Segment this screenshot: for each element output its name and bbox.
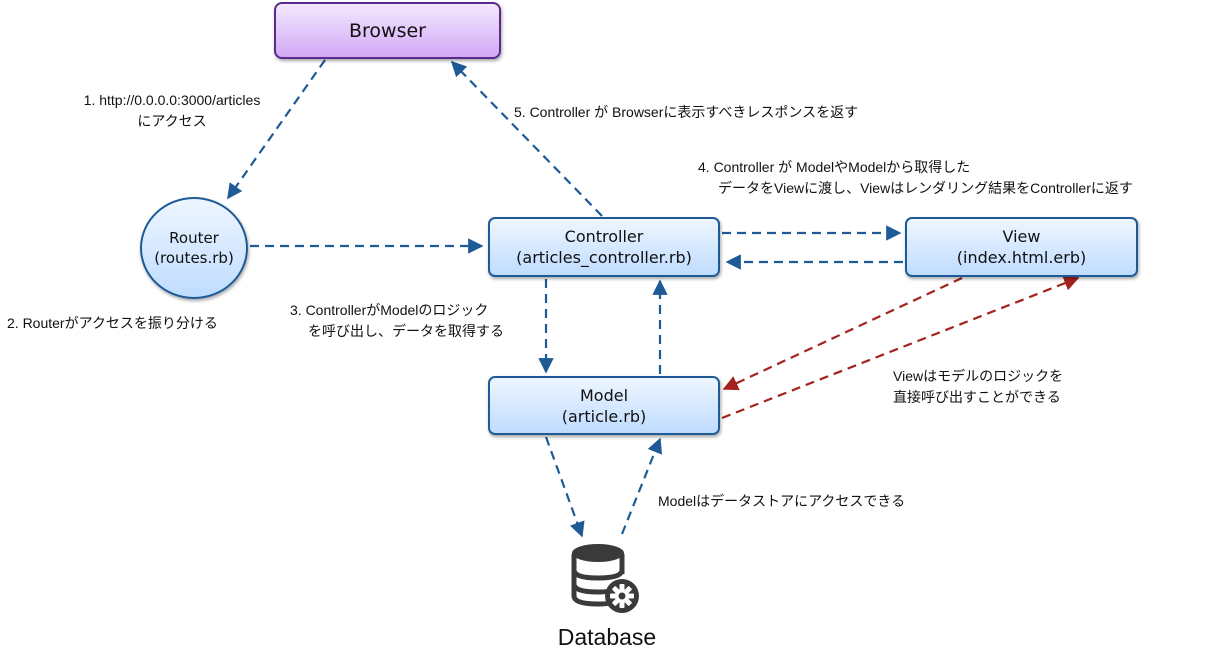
arrow-controller-to-browser (450, 60, 603, 217)
step4-line2: データをViewに渡し、Viewはレンダリング結果をControllerに返す (718, 180, 1133, 196)
step5-line1: 5. Controller が Browserに表示すべきレスポンスを返す (514, 104, 859, 120)
database-gear-icon (571, 544, 639, 613)
controller-node: Controller (articles_controller.rb) (488, 217, 720, 277)
step3-line1: 3. ControllerがModelのロジック (290, 302, 489, 318)
step1-line1: 1. http://0.0.0.0:3000/articles (83, 92, 261, 108)
model-title: Model (579, 385, 629, 405)
model-subtitle: (article.rb) (561, 406, 647, 426)
step3-line2: を呼び出し、データを取得する (308, 323, 504, 339)
view-node: View (index.html.erb) (905, 217, 1138, 277)
router-subtitle: (routes.rb) (154, 249, 234, 267)
arrow-browser-to-router (227, 59, 326, 200)
view-title: View (1002, 227, 1041, 246)
step1-label: 1. http://0.0.0.0:3000/articles にアクセス (54, 90, 290, 132)
view-subtitle: (index.html.erb) (956, 248, 1087, 267)
step4-label: 4. Controller が ModelやModelから取得した データをVi… (698, 157, 1133, 199)
model-node: Model (article.rb) (488, 376, 720, 435)
router-title: Router (169, 229, 219, 247)
view-model-line2: 直接呼び出すことができる (893, 389, 1061, 405)
controller-subtitle: (articles_controller.rb) (516, 248, 692, 267)
arrow-view-to-model (722, 277, 963, 391)
step3-label: 3. ControllerがModelのロジック を呼び出し、データを取得する (290, 300, 504, 342)
controller-title: Controller (564, 227, 644, 246)
arrow-model-to-database (544, 436, 585, 538)
browser-title: Browser (349, 19, 426, 42)
model-db-line1: Modelはデータストアにアクセスできる (658, 493, 906, 509)
arrow-database-to-model (620, 437, 663, 535)
router-node: Router (routes.rb) (140, 197, 248, 299)
step2-line1: 2. Routerがアクセスを振り分ける (7, 315, 218, 331)
step5-label: 5. Controller が Browserに表示すべきレスポンスを返す (514, 102, 858, 123)
step4-line1: 4. Controller が ModelやModelから取得した (698, 159, 971, 175)
browser-node: Browser (274, 2, 501, 59)
arrow-model-to-view (721, 275, 1080, 420)
model-db-label: Modelはデータストアにアクセスできる (658, 491, 905, 512)
database-label: Database (557, 624, 657, 650)
step2-label: 2. Routerがアクセスを振り分ける (7, 313, 218, 334)
view-model-line1: Viewはモデルのロジックを (893, 368, 1064, 384)
step1-line2: にアクセス (137, 113, 207, 129)
view-model-label: Viewはモデルのロジックを 直接呼び出すことができる (893, 366, 1063, 408)
